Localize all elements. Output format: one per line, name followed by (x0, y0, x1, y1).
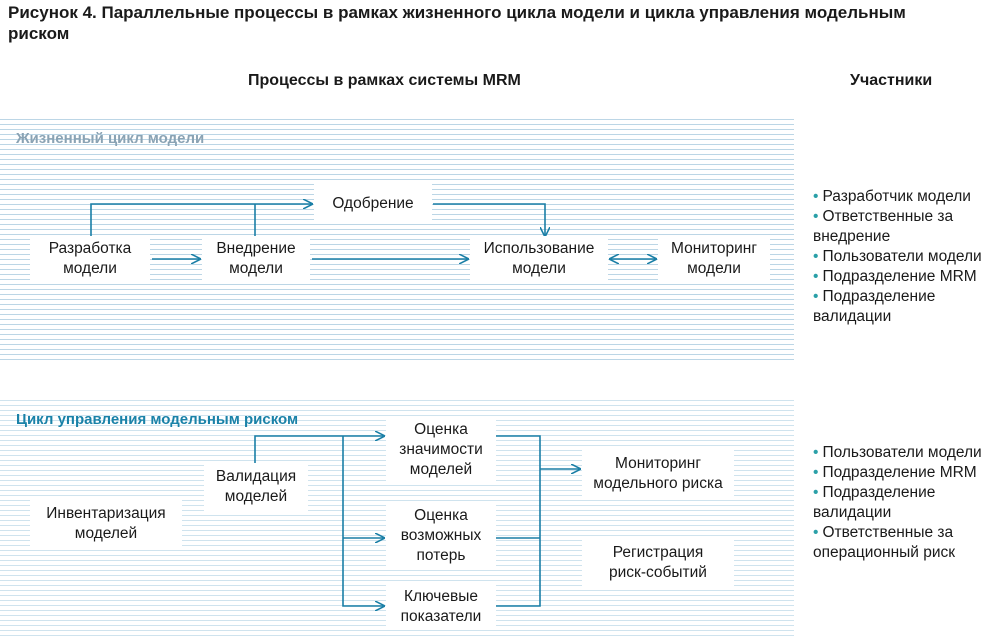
box-model-inventory: Инвентаризация моделей (30, 500, 182, 548)
bullet-icon: • (813, 484, 819, 501)
box-risk-monitoring: Мониторинг модельного риска (582, 450, 734, 498)
box-model-development: Разработка модели (30, 236, 150, 282)
mrm-section-title: Цикл управления модельным риском (16, 411, 299, 428)
participant-item: •Пользователи модели (813, 444, 982, 461)
box-key-indicators: Ключевые показатели (386, 584, 496, 630)
arrow-validation-significance (254, 436, 384, 463)
bullet-icon: • (813, 288, 819, 305)
box-model-usage: Использование модели (470, 236, 608, 282)
participant-item: •Подразделение MRM (813, 464, 977, 481)
box-model-monitoring: Мониторинг модели (658, 236, 770, 282)
participant-item: •Пользователи модели (813, 248, 982, 265)
participants-column-header: Участники (850, 72, 933, 89)
bullet-icon: • (813, 188, 819, 205)
participant-item: •Ответственные за внедрение (813, 208, 954, 245)
participant-item: •Подразделение валидации (813, 288, 936, 325)
participant-item: •Подразделение валидации (813, 484, 936, 521)
box-model-implementation: Внедрение модели (202, 236, 310, 282)
bullet-icon: • (813, 524, 819, 541)
box-losses-assessment: Оценка возможных потерь (386, 504, 496, 568)
box-model-validation: Валидация моделей (204, 463, 308, 511)
participant-item: •Ответственные за операционный риск (813, 524, 956, 561)
line-merge (496, 435, 541, 607)
lifecycle-participants: •Разработчик модели •Ответственные за вн… (813, 187, 1000, 327)
figure-title: Рисунок 4. Параллельные процессы в рамка… (8, 3, 906, 43)
bullet-icon: • (813, 248, 819, 265)
lifecycle-section-title: Жизненный цикл модели (16, 130, 205, 147)
box-approval: Одобрение (314, 184, 432, 224)
participant-item: •Подразделение MRM (813, 268, 977, 285)
mrm-participants: •Пользователи модели •Подразделение MRM … (813, 443, 1000, 563)
bullet-icon: • (813, 464, 819, 481)
arrow-approval-usage (433, 203, 545, 236)
participant-item: •Разработчик модели (813, 188, 971, 205)
box-significance-assessment: Оценка значимости моделей (386, 418, 496, 482)
box-risk-event-registration: Регистрация риск-событий (582, 540, 734, 586)
arrow-to-indicators (342, 436, 384, 606)
bullet-icon: • (813, 208, 819, 225)
bullet-icon: • (813, 268, 819, 285)
arrow-development-approval (90, 204, 312, 236)
processes-column-header: Процессы в рамках системы MRM (248, 72, 521, 89)
bullet-icon: • (813, 444, 819, 461)
